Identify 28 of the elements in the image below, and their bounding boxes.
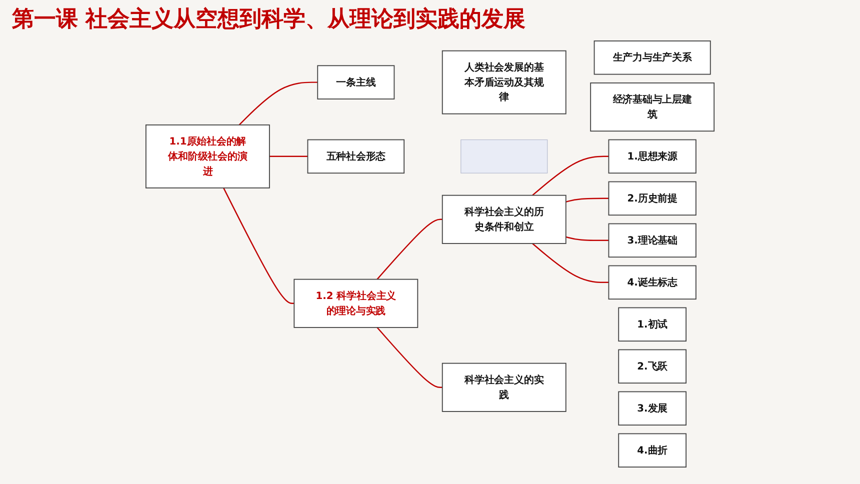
node-box: 2.历史前提 xyxy=(608,181,696,216)
node-box: 一条主线 xyxy=(317,65,395,100)
connector xyxy=(223,188,294,304)
node-box: 人类社会发展的基本矛盾运动及其规律 xyxy=(442,50,566,114)
node-box: 3.理论基础 xyxy=(608,223,696,258)
node-box: 1.初试 xyxy=(618,307,686,342)
node-box: 2.飞跃 xyxy=(618,349,686,384)
slide-title: 第一课 社会主义从空想到科学、从理论到实践的发展 xyxy=(12,6,527,34)
connector xyxy=(376,218,442,280)
node-box: 五种社会形态 xyxy=(307,139,405,174)
node-box: 科学社会主义的历史条件和创立 xyxy=(442,194,566,244)
node-box: 1.2 科学社会主义的理论与实践 xyxy=(294,278,418,328)
connector xyxy=(566,236,609,242)
connector xyxy=(566,198,609,203)
node-box: 4.诞生标志 xyxy=(608,265,696,300)
node-box: 科学社会主义的实践 xyxy=(442,362,566,412)
node-box: 4.曲折 xyxy=(618,433,686,468)
connector xyxy=(376,327,442,388)
node-box: 3.发展 xyxy=(618,391,686,426)
node-box: 生产力与生产关系 xyxy=(594,40,711,75)
node-box: 1.1原始社会的解体和阶级社会的演进 xyxy=(145,124,270,188)
connector xyxy=(532,243,609,284)
connector xyxy=(532,156,609,196)
node-box: 经济基础与上层建筑 xyxy=(590,82,715,132)
node-box xyxy=(460,139,548,174)
connector xyxy=(269,156,308,158)
connector xyxy=(238,82,318,126)
node-box: 1.思想来源 xyxy=(608,139,696,174)
